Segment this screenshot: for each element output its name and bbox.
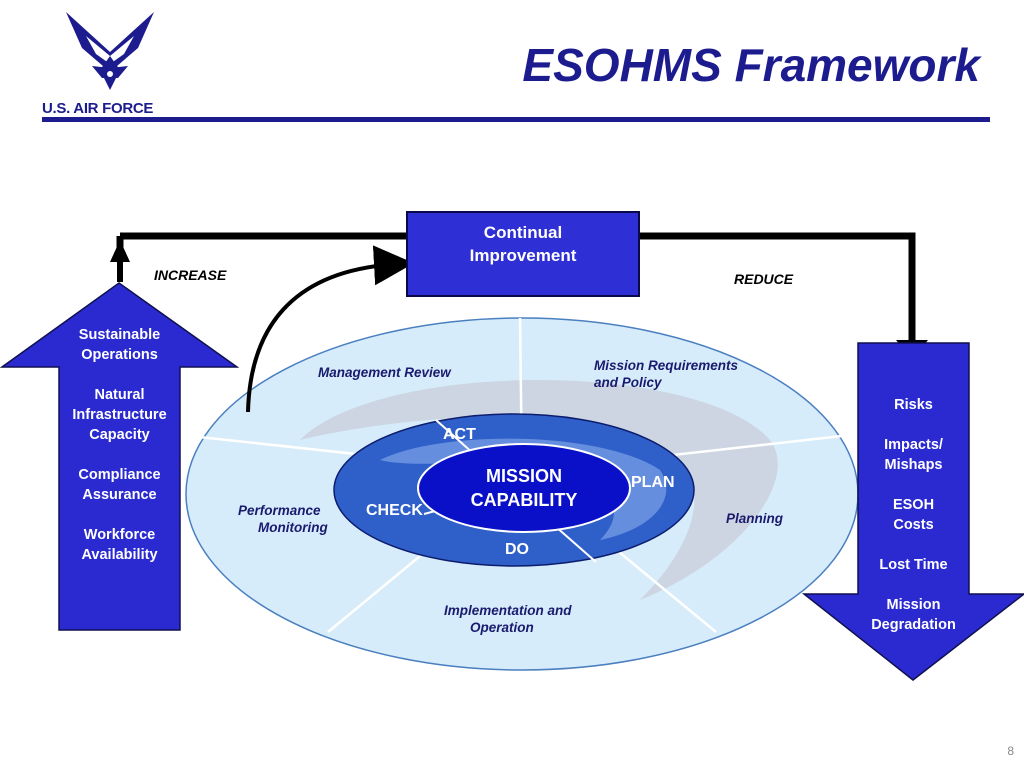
- air-force-logo: [62, 8, 158, 98]
- right-item-mission-degradation: Mission Degradation: [871, 597, 956, 633]
- mission-capability-label: MISSION CAPABILITY: [470, 466, 578, 510]
- swoosh-decoration: [300, 380, 778, 600]
- mission-core: [417, 443, 631, 533]
- left-arrow-items: Sustainable Operations Natural Infrastru…: [59, 325, 180, 565]
- page-title: ESOHMS Framework: [522, 39, 980, 91]
- segment-mission-requirements: Mission Requirements and Policy: [594, 358, 739, 390]
- page-number: 8: [1007, 744, 1014, 758]
- ci-line-1: Continual: [483, 223, 563, 242]
- feedback-curve-arrow: [246, 245, 414, 413]
- reduce-label: REDUCE: [734, 271, 794, 287]
- reduce-arrow: [801, 342, 1024, 681]
- ring-plan: PLAN: [631, 474, 675, 491]
- increase-arrow: [0, 282, 240, 631]
- reduce-connector: [640, 232, 916, 340]
- right-item-esoh-costs: ESOH Costs: [892, 497, 935, 533]
- ring-do: DO: [505, 541, 529, 558]
- ci-line-2: Improvement: [469, 246, 577, 265]
- right-item-lost-time: Lost Time: [879, 557, 948, 573]
- increase-label: INCREASE: [154, 267, 227, 283]
- left-item-workforce: Workforce Availability: [81, 527, 158, 563]
- segment-planning: Planning: [726, 511, 783, 526]
- ring-check: CHECK: [366, 502, 423, 519]
- right-item-impacts: Impacts/ Mishaps: [884, 437, 943, 473]
- segment-management-review: Management Review: [318, 365, 451, 380]
- right-arrow-items: Risks Impacts/ Mishaps ESOH Costs Lost T…: [858, 395, 969, 635]
- ring-act: ACT: [443, 426, 476, 443]
- segment-performance: Performance Monitoring: [238, 503, 328, 535]
- continual-improvement-box: Continual Improvement: [406, 211, 640, 297]
- left-item-sustainable: Sustainable Operations: [78, 327, 161, 363]
- left-item-natural-infrastructure: Natural Infrastructure Capacity: [72, 387, 167, 443]
- right-item-risks: Risks: [894, 397, 933, 413]
- wings-emblem-icon: [66, 12, 154, 90]
- title-divider: [42, 117, 990, 122]
- segment-implementation: Implementation and Operation: [444, 603, 572, 635]
- logo-text: U.S. AIR FORCE: [42, 100, 154, 117]
- left-item-compliance: Compliance Assurance: [78, 467, 161, 503]
- increase-arrowhead-icon: [110, 240, 130, 262]
